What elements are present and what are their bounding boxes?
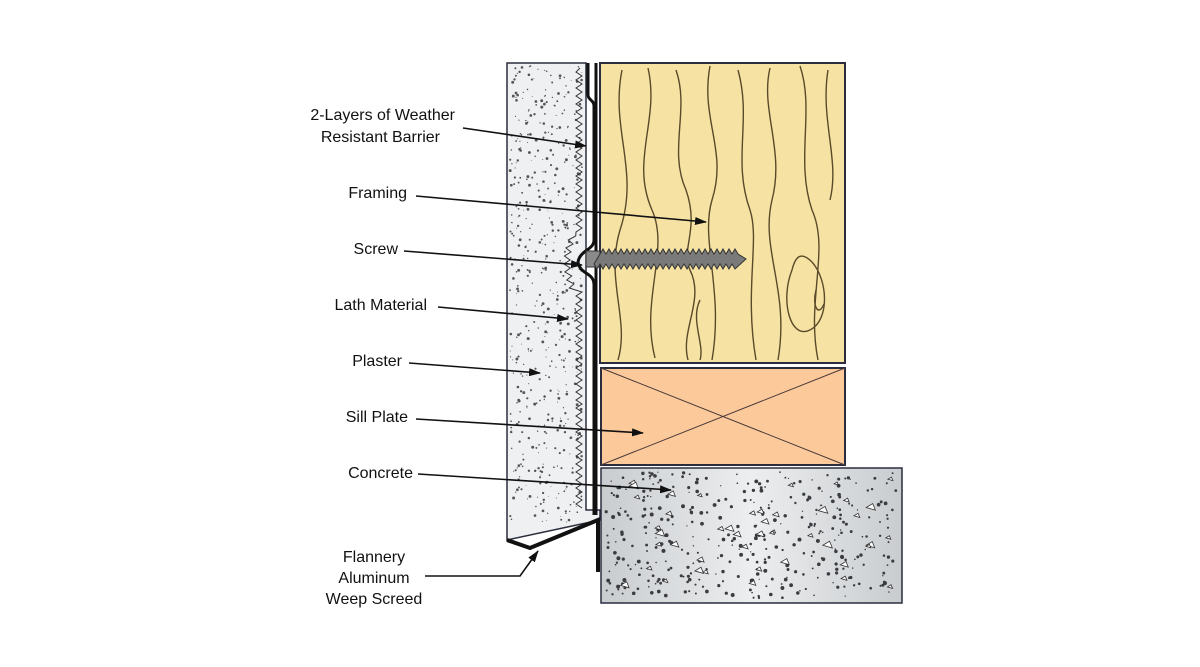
sill-plate-block	[600, 367, 846, 466]
concrete-block	[600, 467, 903, 604]
label-sill-plate: Sill Plate	[346, 409, 408, 426]
weather-resistant-barrier	[576, 63, 598, 515]
framing-block	[599, 62, 846, 364]
label-screw: Screw	[354, 241, 399, 258]
leader-lines	[403, 127, 707, 577]
label-lath-material: Lath Material	[335, 297, 428, 314]
label-framing: Framing	[348, 185, 407, 202]
leader-lath	[437, 306, 569, 322]
leader-screw	[403, 250, 583, 269]
label-barrier-line1: 2-Layers of Weather	[310, 107, 455, 124]
label-barrier-line2: Resistant Barrier	[321, 129, 441, 146]
label-weep-line1: Flannery	[343, 549, 405, 566]
leader-sill-plate	[415, 418, 644, 437]
label-weep-line2: Aluminum	[338, 570, 409, 587]
leader-barrier	[462, 127, 587, 149]
leader-plaster	[408, 362, 541, 377]
label-weep-line3: Weep Screed	[326, 591, 423, 608]
leader-weep-screed	[425, 550, 539, 577]
label-concrete: Concrete	[348, 465, 413, 482]
wood-grain	[614, 65, 834, 361]
plaster-layer	[506, 62, 601, 541]
leader-framing	[415, 195, 707, 226]
screw	[585, 248, 747, 270]
label-plaster: Plaster	[352, 353, 402, 370]
leader-concrete	[417, 473, 672, 494]
weep-screed	[506, 517, 600, 572]
